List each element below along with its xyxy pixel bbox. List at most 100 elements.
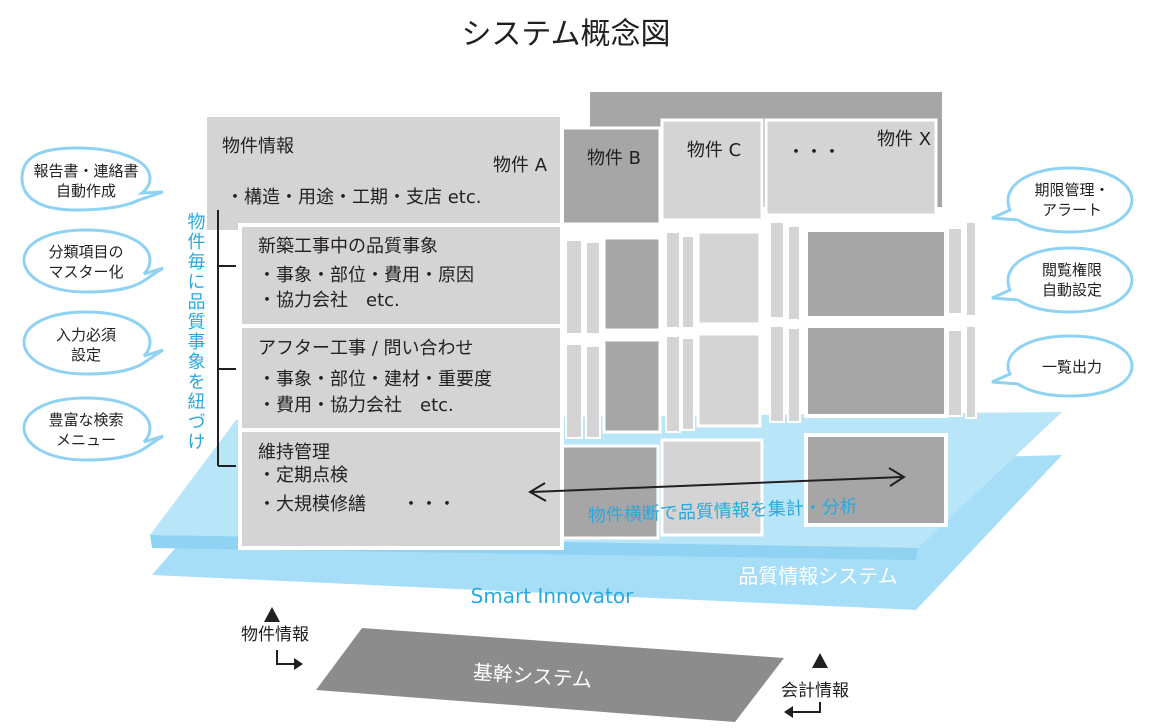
flow-left-arrow xyxy=(790,702,821,713)
property-info-heading: 物件情報 xyxy=(222,136,294,157)
maintenance-heading: 維持管理 xyxy=(258,442,330,463)
core-system-slab xyxy=(316,628,784,722)
platform-system-label: 品質情報システム xyxy=(738,564,897,588)
property-ellipsis-column xyxy=(764,118,938,423)
bubble-shape xyxy=(991,166,1134,234)
property-c-side xyxy=(681,337,695,431)
property-c-panel xyxy=(696,230,762,326)
property-tab-x: 物件 X xyxy=(877,129,931,150)
left-feature-bubbles: 報告書・連絡書 自動作成 分類項目の マスター化 入力必須 設定 豊富な検索 メ… xyxy=(20,146,164,462)
property-c-side xyxy=(665,335,681,433)
ellipsis-side xyxy=(769,221,785,319)
property-info-line: ・構造・用途・工期・支店 etc. xyxy=(226,187,481,208)
property-info-flow-label: 物件情報 xyxy=(241,625,309,645)
core-system: 基幹システム xyxy=(316,628,784,722)
up-arrow-icon xyxy=(264,607,280,622)
bubble-text: 入力必須 xyxy=(56,326,116,344)
platform-product-label: Smart Innovator xyxy=(471,584,635,608)
property-info-flow: 物件情報 xyxy=(241,607,309,670)
maintenance-line: ・定期点検 xyxy=(258,465,348,486)
property-b-sheet xyxy=(558,126,662,226)
construction-quality-heading: 新築工事中の品質事象 xyxy=(258,236,438,257)
property-c-panel xyxy=(696,332,762,428)
bubble-shape xyxy=(991,246,1134,314)
bubble-text: 報告書・連絡書 xyxy=(33,162,138,180)
property-x-panel xyxy=(804,228,948,320)
cross-analysis-arrowhead-left xyxy=(528,482,547,502)
bubble-text: 豊富な検索 xyxy=(48,411,123,429)
ellipsis-side xyxy=(787,327,801,423)
bubble-shape xyxy=(991,334,1134,398)
flow-down-arrow xyxy=(276,650,300,665)
feature-bubble: 報告書・連絡書 自動作成 xyxy=(20,146,164,212)
bubble-text: マスター化 xyxy=(48,263,123,281)
property-tab-ellipsis: ・・・ xyxy=(787,142,841,163)
ellipsis-side xyxy=(769,325,785,423)
ellipsis-side xyxy=(787,225,801,321)
feature-bubble: 閲覧権限 自動設定 xyxy=(991,246,1134,314)
property-x-panel xyxy=(804,324,948,418)
after-service-layer xyxy=(238,324,564,444)
bubble-text: 自動設定 xyxy=(1042,281,1102,299)
bubble-text: アラート xyxy=(1042,201,1102,219)
construction-quality-layer xyxy=(238,223,564,342)
bubble-text: メニュー xyxy=(56,431,116,449)
property-tab-b: 物件 B xyxy=(587,148,641,169)
bubble-shape xyxy=(22,396,164,462)
left-arrow-icon xyxy=(784,706,793,718)
feature-bubble: 豊富な検索 メニュー xyxy=(22,396,164,462)
bubble-text: 一覧出力 xyxy=(1042,358,1102,376)
property-x-side xyxy=(965,325,977,419)
property-stack: 物件 X ・・・ 物件 C 物件 B xyxy=(558,92,977,540)
property-c-sheet xyxy=(660,118,764,222)
up-arrow-icon xyxy=(812,653,828,668)
maintenance-layer xyxy=(238,428,564,550)
maintenance-line: ・大規模修繕 ・・・ xyxy=(258,494,456,515)
property-b-side xyxy=(585,241,601,335)
accounting-info-flow-label: 会計情報 xyxy=(781,681,849,701)
property-b-side xyxy=(565,239,583,335)
bubble-text: 設定 xyxy=(71,346,101,364)
bubble-text: 自動作成 xyxy=(56,182,116,200)
property-b-side xyxy=(565,343,583,439)
property-tab-a: 物件 A xyxy=(493,155,548,176)
bubble-shape xyxy=(22,310,164,376)
accounting-info-flow: 会計情報 xyxy=(781,653,849,718)
feature-bubble: 期限管理・ アラート xyxy=(991,166,1134,234)
construction-quality-line: ・協力会社 etc. xyxy=(258,290,400,311)
property-x-side xyxy=(947,329,963,417)
property-x-side xyxy=(947,227,963,315)
property-b-panel xyxy=(560,444,660,540)
property-c-side xyxy=(681,235,695,329)
bubble-shape xyxy=(22,228,164,294)
property-b-side xyxy=(585,345,601,439)
right-arrow-icon xyxy=(294,658,303,670)
property-x-side xyxy=(965,221,977,317)
property-a-column: 物件 A 物件情報 ・構造・用途・工期・支店 etc. 新築工事中の品質事象 ・… xyxy=(203,113,564,550)
after-service-line: ・事象・部位・建材・重要度 xyxy=(258,369,492,390)
feature-bubble: 入力必須 設定 xyxy=(22,310,164,376)
feature-bubble: 分類項目の マスター化 xyxy=(22,228,164,294)
property-c-side xyxy=(665,231,681,329)
property-b-panel xyxy=(602,236,662,332)
bubble-text: 期限管理・ xyxy=(1034,181,1109,199)
property-c-column xyxy=(660,118,764,537)
bubble-text: 分類項目の xyxy=(48,243,123,261)
bubble-text: 閲覧権限 xyxy=(1042,261,1102,279)
feature-bubble: 一覧出力 xyxy=(991,334,1134,398)
vertical-link-label: 物件毎に品質事象を紐づけ xyxy=(185,212,206,452)
diagram-title: システム概念図 xyxy=(461,17,670,52)
property-tab-c: 物件 C xyxy=(687,140,741,161)
right-feature-bubbles: 期限管理・ アラート 閲覧権限 自動設定 一覧出力 xyxy=(991,166,1134,398)
cross-analysis-arrow xyxy=(531,476,903,493)
property-b-column xyxy=(558,126,662,540)
property-b-panel xyxy=(602,338,662,434)
cross-analysis-arrowhead-right xyxy=(888,467,906,487)
construction-quality-line: ・事象・部位・費用・原因 xyxy=(258,265,474,286)
bubble-shape xyxy=(20,146,164,212)
property-info-layer xyxy=(203,113,564,234)
after-service-heading: アフター工事 / 問い合わせ xyxy=(258,338,474,359)
ellipsis-sheet xyxy=(764,118,938,217)
after-service-line: ・費用・協力会社 etc. xyxy=(258,395,454,416)
